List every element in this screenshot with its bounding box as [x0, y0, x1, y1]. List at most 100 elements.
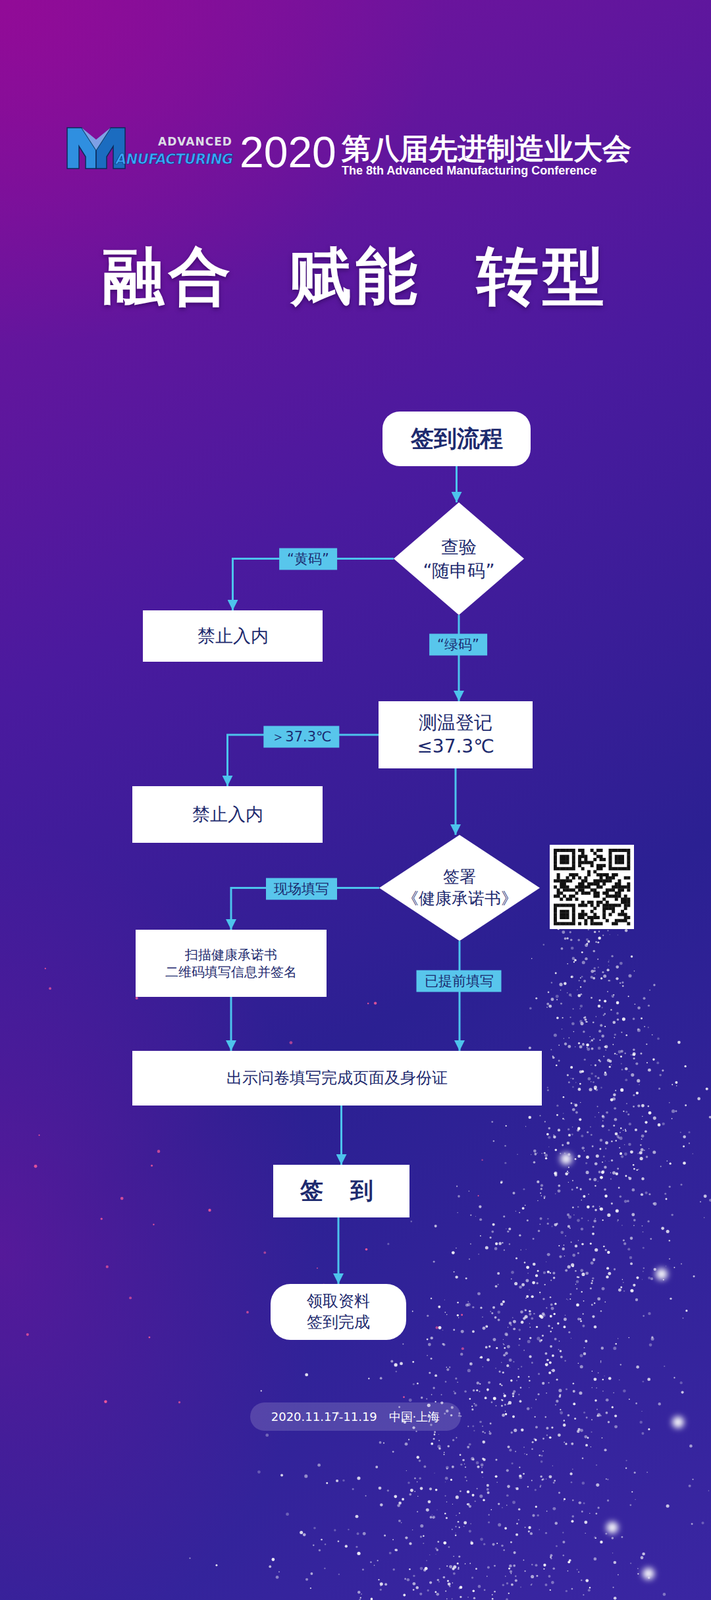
particle-dot — [433, 1472, 435, 1473]
particle-dot — [573, 1030, 575, 1033]
particle-dot — [527, 1529, 530, 1532]
particle-dot — [642, 1246, 645, 1249]
qr-module — [626, 876, 631, 880]
particle-dot — [355, 1514, 359, 1519]
qr-module — [562, 854, 567, 858]
particle-dot — [435, 1488, 438, 1492]
qr-module — [590, 915, 594, 920]
particle-dot — [458, 1316, 459, 1318]
particle-dot — [504, 1526, 507, 1530]
qr-module — [583, 854, 588, 858]
particle-dot — [530, 1154, 532, 1155]
particle-dot — [456, 1301, 459, 1304]
particle-dot — [450, 1478, 453, 1481]
particle-dot — [456, 1314, 459, 1317]
qr-module — [611, 921, 615, 925]
particle-dot — [649, 1343, 653, 1347]
qr-module — [614, 857, 619, 862]
particle-dot — [641, 1138, 643, 1140]
particle-dot — [518, 1344, 520, 1346]
qr-module — [614, 903, 619, 908]
particle-dot — [524, 1204, 527, 1207]
particle-dot — [603, 1155, 606, 1158]
qr-module — [626, 867, 631, 871]
particle-dot — [490, 1508, 492, 1511]
diamond-outline — [393, 502, 525, 615]
particle-dot — [580, 1134, 584, 1137]
particle-dot — [547, 1252, 551, 1257]
particle-dot — [402, 1593, 406, 1597]
particle-dot — [619, 1131, 621, 1133]
particle-dot — [579, 1021, 584, 1026]
particle-dot — [533, 1160, 536, 1164]
particle-dot — [452, 1503, 453, 1505]
particle-dot — [559, 1408, 561, 1411]
particle-dot — [602, 1390, 604, 1392]
particle-dot — [676, 1084, 677, 1086]
particle-dot — [633, 1218, 636, 1222]
particle-dot — [641, 1431, 644, 1435]
qr-module — [562, 903, 567, 908]
particle-dot — [664, 1192, 667, 1195]
particle-dot — [443, 1541, 447, 1545]
particle-dot — [446, 1467, 448, 1469]
particle-dot — [526, 1294, 529, 1298]
particle-dot — [446, 1368, 449, 1371]
particle-dot — [157, 1149, 161, 1153]
particle-dot — [464, 1562, 467, 1565]
date-text: 2020.11.17-11.19 中国·上海 — [250, 1402, 461, 1431]
qr-module — [553, 857, 557, 862]
particle-dot — [468, 1443, 472, 1446]
qr-module — [566, 885, 570, 889]
qr-module — [581, 903, 585, 908]
particle-dot — [466, 1489, 470, 1493]
particle-dot — [518, 1328, 521, 1332]
particle-dot — [614, 1424, 618, 1428]
particle-dot — [612, 1346, 617, 1350]
particle-dot — [571, 1133, 574, 1136]
particle-dot — [528, 1379, 531, 1382]
particle-dot — [458, 1586, 461, 1589]
qr-module — [553, 848, 557, 852]
particle-dot — [549, 1344, 553, 1348]
particle-dot — [578, 1117, 582, 1121]
particle-dot — [578, 1087, 582, 1091]
particle-dot — [559, 1152, 561, 1155]
particle-dot — [484, 1431, 486, 1434]
particle-dot — [412, 1588, 415, 1591]
particle-dot — [517, 1368, 519, 1370]
particle-dot — [487, 1566, 490, 1569]
particle-dot — [644, 1129, 648, 1133]
particle-dot — [563, 1419, 565, 1421]
qr-module — [593, 888, 597, 892]
particle-dot — [465, 1277, 468, 1280]
particle-dot — [540, 1187, 543, 1190]
particle-dot — [568, 1181, 569, 1183]
particle-dot — [545, 1478, 547, 1480]
particle-dot — [445, 1465, 449, 1469]
qr-module — [578, 848, 582, 852]
qr-module — [553, 851, 557, 856]
particle-dot — [644, 1120, 648, 1124]
particle-dot — [512, 1316, 514, 1318]
particle-dot — [512, 1360, 515, 1363]
particle-dot — [495, 1458, 498, 1461]
particle-dot — [641, 1177, 644, 1180]
particle-dot — [489, 1422, 492, 1425]
particle-dot — [408, 1398, 413, 1402]
particle-glow — [606, 1521, 619, 1534]
particle-dot — [614, 1033, 617, 1036]
qr-module — [624, 876, 628, 880]
qr-module — [553, 854, 557, 858]
particle-dot — [508, 1567, 511, 1570]
particle-dot — [590, 1431, 592, 1433]
particle-dot — [542, 1297, 545, 1300]
qr-module — [574, 897, 579, 901]
qr-module — [568, 872, 573, 877]
particle-dot — [600, 1086, 603, 1089]
particle-dot — [616, 1001, 620, 1005]
particle-dot — [603, 1013, 606, 1016]
particle-dot — [564, 1255, 565, 1257]
particle-dot — [362, 1531, 367, 1536]
qr-module — [596, 891, 600, 895]
